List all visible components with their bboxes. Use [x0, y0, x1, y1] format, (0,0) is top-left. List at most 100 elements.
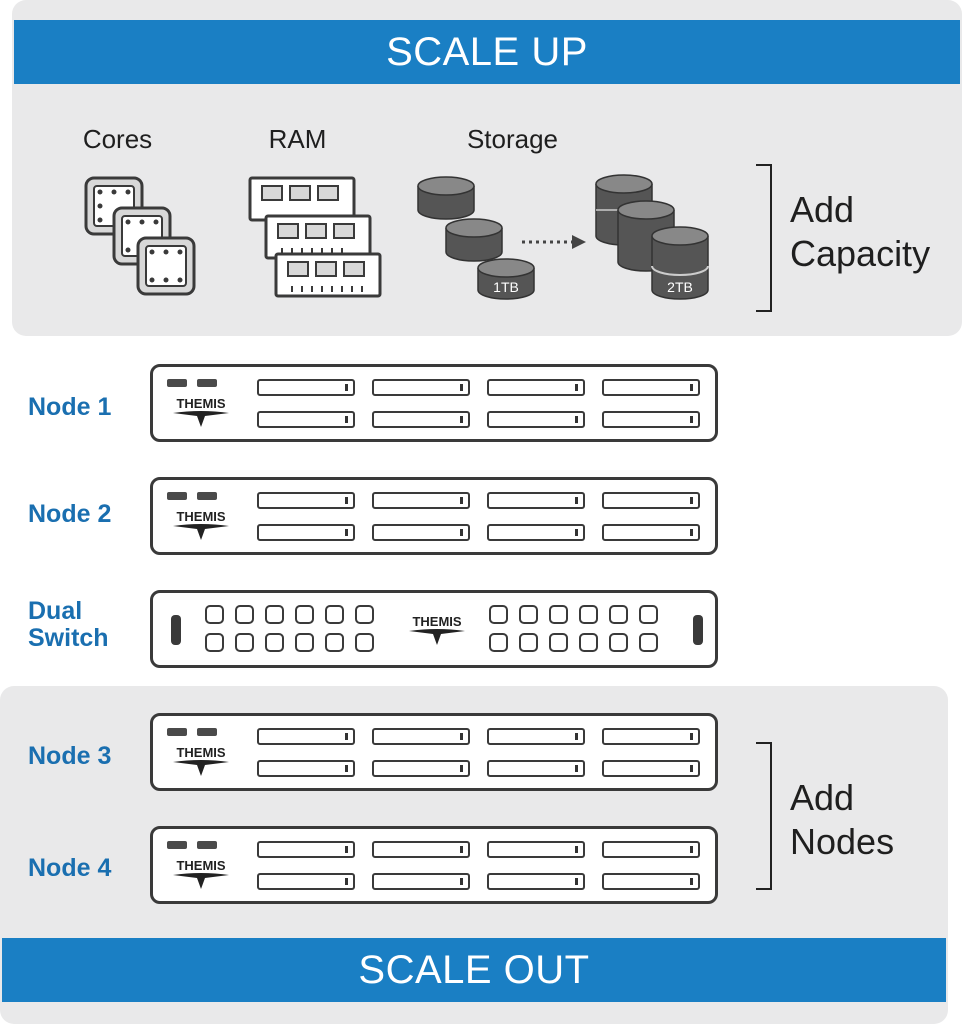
status-led [167, 379, 187, 387]
drive-bay [487, 492, 585, 509]
dual-switch-label-line1: Dual [28, 597, 83, 625]
status-led [197, 728, 217, 736]
network-port [325, 633, 344, 652]
status-led [167, 728, 187, 736]
network-port [205, 633, 224, 652]
drive-bay [372, 728, 470, 745]
network-port [265, 633, 284, 652]
drive-bay [372, 873, 470, 890]
themis-logo-text: THEMIS [412, 614, 461, 629]
cpu-cores-icon [84, 176, 196, 296]
status-led [197, 379, 217, 387]
drive-bay [487, 379, 585, 396]
drive-bay [487, 524, 585, 541]
drive-bay [602, 728, 700, 745]
node-1-server: THEMIS [150, 364, 718, 442]
network-port [549, 633, 568, 652]
drive-bay [257, 379, 355, 396]
themis-logo-text: THEMIS [176, 858, 225, 873]
drive-bay [487, 760, 585, 777]
drive-bay [602, 492, 700, 509]
status-led [197, 492, 217, 500]
drive-bay [602, 524, 700, 541]
storage-disks-small-icon: 1TB [417, 176, 535, 300]
network-port [295, 605, 314, 624]
drive-bay [372, 379, 470, 396]
dual-switch: THEMIS [150, 590, 718, 668]
drive-bay [602, 760, 700, 777]
drive-bay [602, 841, 700, 858]
rack-ear-latch [171, 615, 181, 645]
dual-switch-label-line2: Switch [28, 624, 109, 652]
add-nodes-line2: Nodes [790, 821, 895, 862]
themis-logo-text: THEMIS [176, 745, 225, 760]
add-capacity-bracket [756, 164, 772, 312]
node-3-server: THEMIS [150, 713, 718, 791]
node-1-label: Node 1 [28, 393, 112, 421]
drive-bay [372, 492, 470, 509]
network-port [609, 633, 628, 652]
network-port [355, 605, 374, 624]
network-port [235, 605, 254, 624]
drive-bay [602, 411, 700, 428]
drive-bay [487, 841, 585, 858]
network-port [579, 633, 598, 652]
drive-bay [257, 873, 355, 890]
themis-logo-text: THEMIS [176, 396, 225, 411]
network-port [609, 605, 628, 624]
node-4-label: Node 4 [28, 854, 112, 882]
add-nodes-label: Add Nodes [790, 776, 894, 864]
drive-bay [602, 379, 700, 396]
drive-bay [257, 728, 355, 745]
network-port [355, 633, 374, 652]
node-2-server: THEMIS [150, 477, 718, 555]
storage-label: Storage [466, 124, 559, 154]
network-port [489, 605, 508, 624]
network-port [235, 633, 254, 652]
add-capacity-label: Add Capacity [790, 188, 930, 276]
themis-logo: THEMIS [173, 858, 229, 889]
network-port [519, 605, 538, 624]
add-nodes-line1: Add [790, 777, 855, 818]
node-4-server: THEMIS [150, 826, 718, 904]
dual-switch-label: Dual Switch [28, 598, 109, 652]
network-port [549, 605, 568, 624]
network-port [519, 633, 538, 652]
drive-bay [487, 873, 585, 890]
rack-ear-latch [693, 615, 703, 645]
ram-modules-icon [248, 176, 382, 298]
drive-bay [257, 492, 355, 509]
drive-bay [372, 760, 470, 777]
drive-bay [487, 411, 585, 428]
status-led [167, 492, 187, 500]
scale-up-banner: SCALE UP [14, 20, 960, 84]
drive-bay [257, 760, 355, 777]
status-led [167, 841, 187, 849]
themis-logo: THEMIS [409, 614, 465, 645]
drive-bay [257, 841, 355, 858]
node-3-label: Node 3 [28, 742, 112, 770]
network-port [639, 633, 658, 652]
add-capacity-line2: Capacity [790, 233, 931, 274]
upgrade-arrow-icon [522, 235, 586, 249]
drive-bay [487, 728, 585, 745]
drive-bay [372, 411, 470, 428]
themis-logo: THEMIS [173, 745, 229, 776]
add-capacity-line1: Add [790, 189, 855, 230]
themis-logo: THEMIS [173, 396, 229, 427]
network-port [489, 633, 508, 652]
network-port [639, 605, 658, 624]
storage-disks-large-icon: 2TB [595, 174, 709, 300]
drive-bay [257, 524, 355, 541]
status-led [197, 841, 217, 849]
drive-bay [372, 841, 470, 858]
disk-1tb-label: 1TB [493, 279, 519, 295]
node-2-label: Node 2 [28, 500, 112, 528]
add-nodes-bracket [756, 742, 772, 890]
drive-bay [372, 524, 470, 541]
disk-2tb-label: 2TB [667, 279, 693, 295]
ram-label: RAM [268, 124, 327, 154]
drive-bay [602, 873, 700, 890]
cores-label: Cores [82, 124, 153, 154]
network-port [325, 605, 344, 624]
